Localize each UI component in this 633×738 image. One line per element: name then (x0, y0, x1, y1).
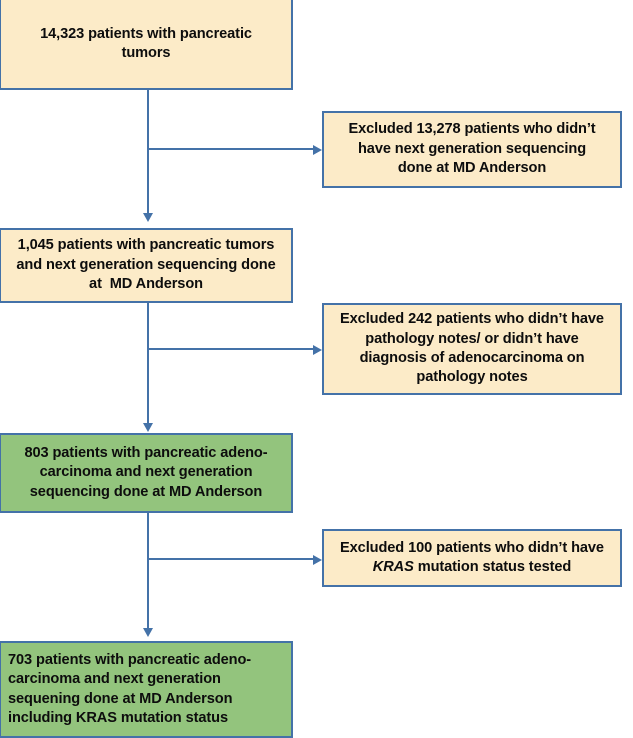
node-cohort-ngs-line-1: 1,045 patients with pancreatic tumors (17, 237, 275, 254)
arrowhead-down-3 (143, 628, 153, 637)
arrowhead-down-1 (143, 213, 153, 222)
arrowhead-right-1 (313, 145, 322, 155)
node-excluded-no-ngs-line-2: have next generation sequencing (357, 140, 587, 157)
node-excluded-no-kras-line-1: Excluded 100 patients who didn’t have (340, 539, 604, 556)
node-excluded-no-pathology-line-3: diagnosis of adenocarcinoma on (359, 350, 585, 366)
node-excluded-no-pathology-line-4: pathology notes (416, 369, 528, 386)
arrowhead-right-2 (313, 345, 322, 355)
node-cohort-final-line-2: carcinoma and next generation (8, 671, 221, 688)
node-cohort-adenocarcinoma-line-2: carcinoma and next generation (39, 464, 253, 481)
node-cohort-adenocarcinoma-line-3: sequencing done at MD Anderson (29, 483, 263, 500)
connector-trunk-2 (147, 303, 149, 425)
node-cohort-final: 703 patients with pancreatic adeno- carc… (0, 641, 293, 738)
node-cohort-adenocarcinoma: 803 patients with pancreatic adeno- carc… (0, 433, 293, 513)
node-excluded-no-ngs: Excluded 13,278 patients who didn’t have… (322, 111, 622, 188)
connector-trunk-3 (147, 513, 149, 630)
node-cohort-initial: 14,323 patients with pancreatic tumors (0, 0, 293, 90)
node-cohort-initial-line-1: 14,323 patients with pancreatic (40, 25, 252, 42)
arrowhead-down-2 (143, 423, 153, 432)
node-cohort-initial-line-2: tumors (121, 45, 171, 61)
node-excluded-no-pathology: Excluded 242 patients who didn’t have pa… (322, 303, 622, 395)
node-cohort-final-line-1: 703 patients with pancreatic adeno- (8, 651, 252, 668)
node-cohort-ngs-line-2: and next generation sequencing done (16, 256, 276, 273)
connector-branch-3 (147, 558, 315, 560)
node-excluded-no-ngs-line-1: Excluded 13,278 patients who didn’t (348, 121, 596, 138)
connector-branch-2 (147, 348, 315, 350)
node-cohort-final-line-4: including KRAS mutation status (8, 709, 228, 726)
node-cohort-ngs-line-3: at MD Anderson (89, 276, 203, 293)
node-excluded-no-ngs-line-3: done at MD Anderson (397, 160, 547, 177)
node-excluded-no-kras-line-2-rest: mutation status tested (413, 559, 572, 575)
node-excluded-no-pathology-line-2: pathology notes/ or didn’t have (365, 330, 579, 347)
node-excluded-no-pathology-line-1: Excluded 242 patients who didn’t have (340, 311, 604, 328)
gene-name-kras: KRAS (372, 559, 414, 575)
connector-trunk-1 (147, 90, 149, 215)
node-cohort-ngs: 1,045 patients with pancreatic tumors an… (0, 228, 293, 303)
connector-branch-1 (147, 148, 315, 150)
node-excluded-no-kras-line-2: KRAS mutation status tested (331, 558, 613, 577)
node-cohort-final-line-3: sequening done at MD Anderson (8, 690, 233, 707)
node-excluded-no-kras: Excluded 100 patients who didn’t have KR… (322, 529, 622, 587)
arrowhead-right-3 (313, 555, 322, 565)
node-cohort-adenocarcinoma-line-1: 803 patients with pancreatic adeno- (24, 444, 268, 461)
